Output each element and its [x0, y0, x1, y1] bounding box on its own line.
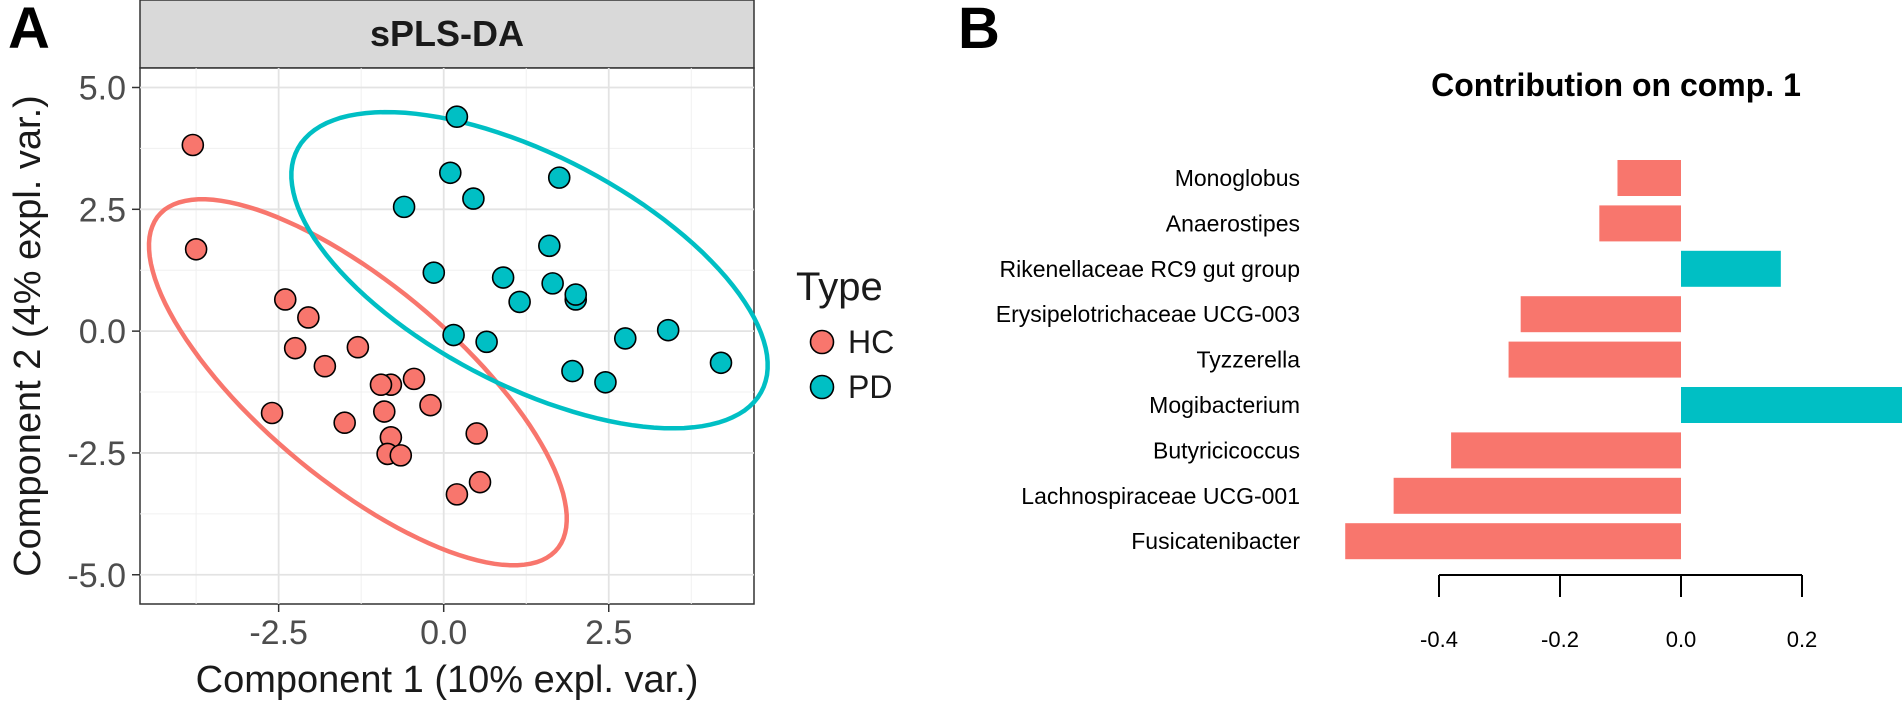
bar-mogibacterium	[1681, 387, 1902, 423]
bar-lachnospiraceae-ucg-001	[1393, 477, 1681, 514]
point-hc	[468, 470, 492, 494]
panel-a-label: A	[8, 0, 50, 61]
bar-panel: Contribution on comp. 1 MonoglobusAnaero…	[996, 67, 1902, 652]
x-axis-title: Component 1 (10% expl. var.)	[196, 659, 699, 701]
bar-x-tick-label: 0.2	[1787, 627, 1818, 652]
confidence-ellipses	[146, 109, 770, 568]
point-hc	[372, 400, 396, 423]
bar-fusicatenibacter	[1345, 523, 1681, 560]
bar-x-tick-label: 0.0	[1666, 627, 1697, 652]
point-pd	[392, 195, 416, 219]
scatter-points	[181, 105, 733, 506]
x-tick-label: 2.5	[585, 614, 632, 652]
bar-label: Butyricicoccus	[1153, 437, 1300, 463]
bar-label: Tyzzerella	[1196, 347, 1300, 373]
bar-label: Anaerostipes	[1166, 210, 1300, 236]
point-hc	[283, 336, 307, 360]
point-pd	[594, 370, 617, 394]
point-hc	[419, 393, 442, 417]
bar-x-tick-label: -0.4	[1420, 627, 1458, 652]
bar-erysipelotrichaceae-ucg-003	[1520, 296, 1681, 333]
y-axis-title: Component 2 (4% expl. var.)	[7, 95, 49, 577]
bar-label: Rikenellaceae RC9 gut group	[1000, 256, 1300, 282]
point-pd	[445, 105, 469, 129]
point-pd	[538, 234, 561, 258]
point-hc	[445, 483, 469, 506]
point-hc	[181, 133, 205, 157]
ellipse-hc	[146, 197, 569, 568]
y-tick-label: 2.5	[79, 191, 126, 229]
bar-label: Lachnospiraceae UCG-001	[1021, 483, 1300, 509]
point-hc	[465, 422, 489, 445]
point-hc	[369, 373, 393, 397]
point-pd	[475, 330, 498, 354]
point-hc	[184, 237, 208, 261]
legend-title: Type	[796, 265, 883, 309]
bar-label: Fusicatenibacter	[1131, 528, 1300, 554]
facet-title: sPLS-DA	[370, 13, 524, 54]
legend-key-hc	[809, 329, 835, 355]
y-tick-label: -2.5	[67, 435, 126, 473]
legend: Type HC PD	[796, 265, 894, 405]
bar-x-tick-label: -0.2	[1541, 627, 1579, 652]
point-hc	[297, 306, 320, 329]
point-hc	[333, 411, 356, 435]
point-hc	[273, 288, 297, 311]
panel-b-label: B	[958, 0, 1000, 61]
point-pd	[564, 283, 588, 306]
bar-label: Monoglobus	[1175, 165, 1300, 191]
point-pd	[709, 351, 733, 375]
bar-tyzzerella	[1508, 341, 1681, 378]
bar-butyricicoccus	[1451, 432, 1681, 469]
x-tick-label: -2.5	[249, 614, 308, 652]
point-pd	[491, 266, 515, 289]
bar-anaerostipes	[1599, 205, 1681, 242]
bar-monoglobus	[1617, 160, 1681, 196]
y-axis-ticks: 5.0 2.5 0.0 -2.5 -5.0	[67, 69, 140, 595]
y-tick-label: 0.0	[79, 313, 126, 351]
bar-label: Mogibacterium	[1149, 392, 1300, 418]
scatter-panel: sPLS-DA 5.0 2.5 0.0 -2.5 -5.0 -2.5 0.0 2.5 Com…	[7, 0, 770, 701]
point-pd	[439, 161, 462, 185]
point-pd	[442, 323, 465, 347]
point-pd	[462, 187, 485, 210]
bar-chart-title: Contribution on comp. 1	[1431, 67, 1801, 103]
y-tick-label: -5.0	[67, 557, 126, 595]
point-pd	[656, 318, 680, 342]
legend-label-pd: PD	[848, 369, 892, 405]
point-pd	[613, 327, 637, 350]
y-tick-label: 5.0	[79, 69, 126, 107]
x-tick-label: 0.0	[420, 614, 467, 652]
point-hc	[260, 401, 284, 425]
contribution-bars	[1345, 160, 1902, 560]
legend-label-hc: HC	[848, 324, 894, 360]
bar-x-axis: -0.4 -0.2 0.0 0.2	[1420, 574, 1818, 652]
ellipse-pd	[289, 109, 770, 431]
bar-label: Erysipelotrichaceae UCG-003	[996, 301, 1300, 327]
point-pd	[541, 272, 564, 295]
facet-strip	[139, 0, 755, 69]
point-pd	[422, 261, 446, 284]
point-hc	[389, 444, 413, 467]
point-pd	[561, 359, 584, 383]
bar-rikenellaceae-rc9-gut-group	[1681, 250, 1781, 287]
point-hc	[402, 367, 426, 391]
x-axis-ticks: -2.5 0.0 2.5	[249, 604, 632, 652]
legend-key-pd	[809, 374, 835, 400]
point-hc	[313, 354, 337, 378]
point-pd	[508, 290, 531, 314]
point-hc	[346, 335, 370, 359]
point-pd	[547, 166, 571, 189]
